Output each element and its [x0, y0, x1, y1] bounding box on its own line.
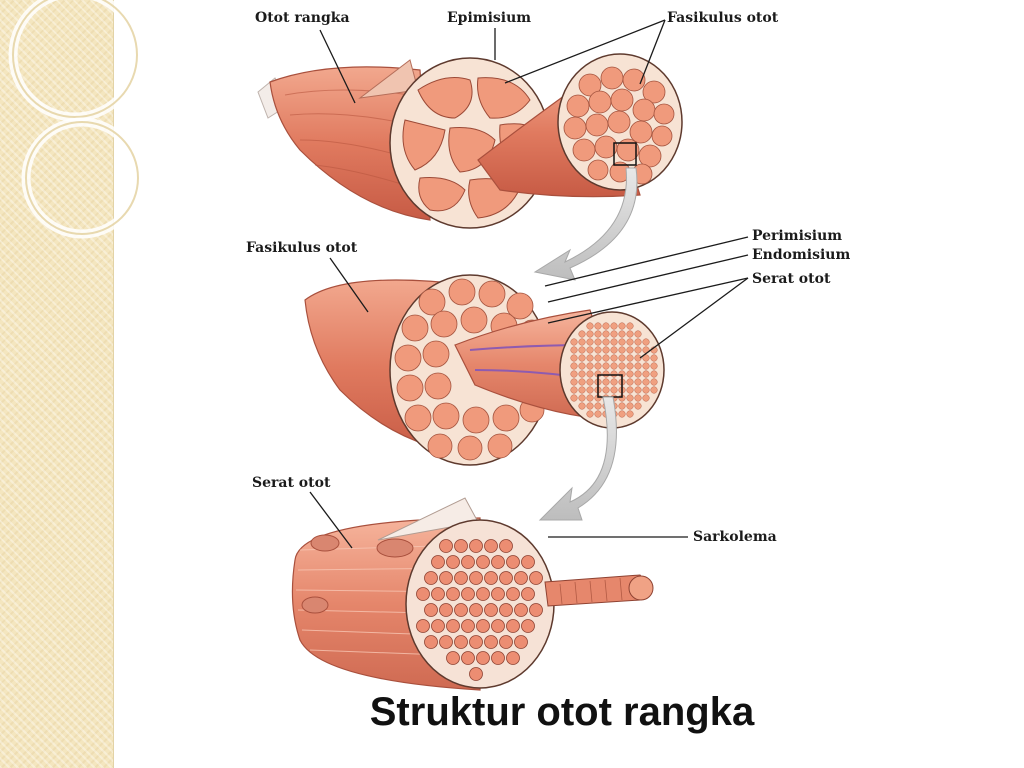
label-sarkolema: Sarkolema	[693, 529, 777, 545]
whole-muscle-illustration	[258, 54, 682, 228]
label-fasikulus-otot-mid: Fasikulus otot	[246, 240, 358, 256]
slide-title: Struktur otot rangka	[0, 690, 1024, 735]
label-epimisium: Epimisium	[447, 10, 531, 26]
label-perimisium: Perimisium	[752, 228, 842, 244]
label-serat-otot-mid: Serat otot	[752, 271, 831, 287]
label-endomisium: Endomisium	[752, 247, 850, 263]
label-otot-rangka: Otot rangka	[255, 10, 350, 26]
muscle-fiber-illustration	[292, 498, 653, 690]
label-serat-otot-bottom: Serat otot	[252, 475, 331, 491]
label-fasikulus-otot-top: Fasikulus otot	[667, 10, 779, 26]
